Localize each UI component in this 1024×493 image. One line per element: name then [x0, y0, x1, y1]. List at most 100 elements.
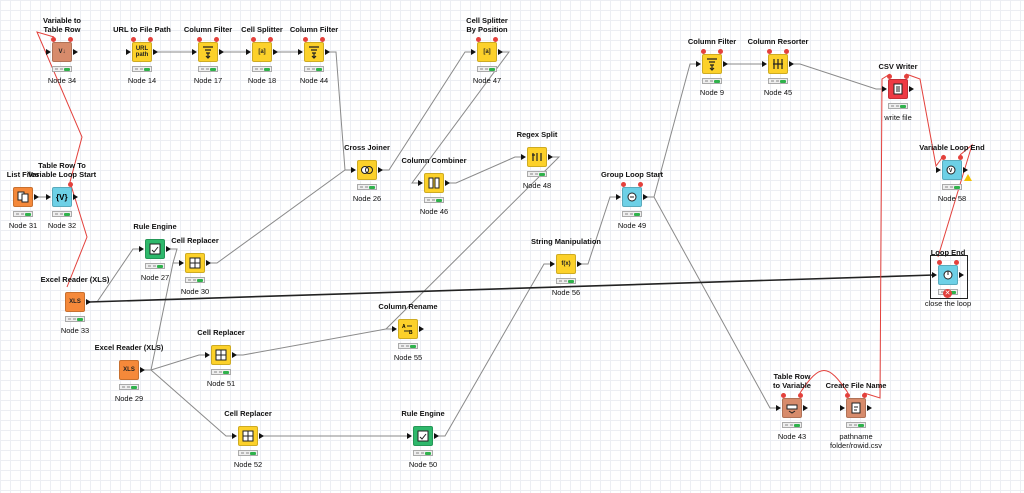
- input-port[interactable]: [616, 194, 621, 200]
- output-port[interactable]: [232, 352, 237, 358]
- output-port[interactable]: [723, 61, 728, 67]
- output-port[interactable]: [963, 167, 968, 173]
- flow-variable-out-port[interactable]: [148, 37, 153, 42]
- v-icon[interactable]: V: [942, 160, 962, 180]
- input-port[interactable]: [351, 167, 356, 173]
- input-port[interactable]: [126, 49, 131, 55]
- loop-icon[interactable]: {V}: [52, 187, 72, 207]
- output-port[interactable]: [140, 367, 145, 373]
- csv-icon[interactable]: [888, 79, 908, 99]
- xls-icon[interactable]: XLS: [65, 292, 85, 312]
- output-port[interactable]: [219, 49, 224, 55]
- flow-variable-out-port[interactable]: [904, 74, 909, 79]
- node-cell-splitter-18[interactable]: Cell Splitter[a]Node 18: [222, 16, 302, 106]
- flow-variable-in-port[interactable]: [941, 155, 946, 160]
- output-port[interactable]: [419, 326, 424, 332]
- combine-icon[interactable]: [424, 173, 444, 193]
- output-port[interactable]: [909, 86, 914, 92]
- filter-icon[interactable]: [702, 54, 722, 74]
- flow-variable-in-port[interactable]: [621, 182, 626, 187]
- flow-variable-out-port[interactable]: [718, 49, 723, 54]
- output-port[interactable]: [325, 49, 330, 55]
- urlpath-icon[interactable]: URL path: [132, 42, 152, 62]
- input-port[interactable]: [471, 49, 476, 55]
- output-port[interactable]: [548, 154, 553, 160]
- output-port[interactable]: [73, 194, 78, 200]
- flow-variable-out-port[interactable]: [320, 37, 325, 42]
- group-icon[interactable]: [622, 187, 642, 207]
- v-icon[interactable]: V↓: [52, 42, 72, 62]
- input-port[interactable]: [882, 86, 887, 92]
- output-port[interactable]: [34, 194, 39, 200]
- input-port[interactable]: [192, 49, 197, 55]
- input-port[interactable]: [298, 49, 303, 55]
- output-port[interactable]: [643, 194, 648, 200]
- output-port[interactable]: [789, 61, 794, 67]
- flow-variable-out-port[interactable]: [798, 393, 803, 398]
- output-port[interactable]: [577, 261, 582, 267]
- flow-variable-in-port[interactable]: [781, 393, 786, 398]
- flow-variable-out-port[interactable]: [214, 37, 219, 42]
- flow-variable-out-port[interactable]: [268, 37, 273, 42]
- input-port[interactable]: [392, 326, 397, 332]
- a-icon[interactable]: [a]: [477, 42, 497, 62]
- output-port[interactable]: [273, 49, 278, 55]
- files-icon[interactable]: [13, 187, 33, 207]
- input-port[interactable]: [179, 260, 184, 266]
- flow-variable-in-port[interactable]: [476, 37, 481, 42]
- input-port[interactable]: [205, 352, 210, 358]
- output-port[interactable]: [259, 433, 264, 439]
- end-icon[interactable]: [938, 265, 958, 285]
- output-port[interactable]: [378, 167, 383, 173]
- flow-variable-in-port[interactable]: [701, 49, 706, 54]
- a-icon[interactable]: [a]: [252, 42, 272, 62]
- filter-icon[interactable]: [304, 42, 324, 62]
- regex-icon[interactable]: [527, 147, 547, 167]
- input-port[interactable]: [139, 246, 144, 252]
- input-port[interactable]: [407, 433, 412, 439]
- output-port[interactable]: [498, 49, 503, 55]
- flow-variable-out-port[interactable]: [68, 37, 73, 42]
- flow-variable-in-port[interactable]: [767, 49, 772, 54]
- filter-icon[interactable]: [198, 42, 218, 62]
- input-port[interactable]: [840, 405, 845, 411]
- grid-icon[interactable]: [211, 345, 231, 365]
- input-port[interactable]: [932, 272, 937, 278]
- flow-variable-out-port[interactable]: [862, 393, 867, 398]
- flow-variable-in-port[interactable]: [131, 37, 136, 42]
- input-port[interactable]: [418, 180, 423, 186]
- input-port[interactable]: [46, 49, 51, 55]
- rule-icon[interactable]: [145, 239, 165, 259]
- input-port[interactable]: [46, 194, 51, 200]
- output-port[interactable]: [959, 272, 964, 278]
- grid-icon[interactable]: [185, 253, 205, 273]
- input-port[interactable]: [521, 154, 526, 160]
- input-port[interactable]: [550, 261, 555, 267]
- flow-variable-out-port[interactable]: [638, 182, 643, 187]
- flow-variable-out-port[interactable]: [68, 182, 73, 187]
